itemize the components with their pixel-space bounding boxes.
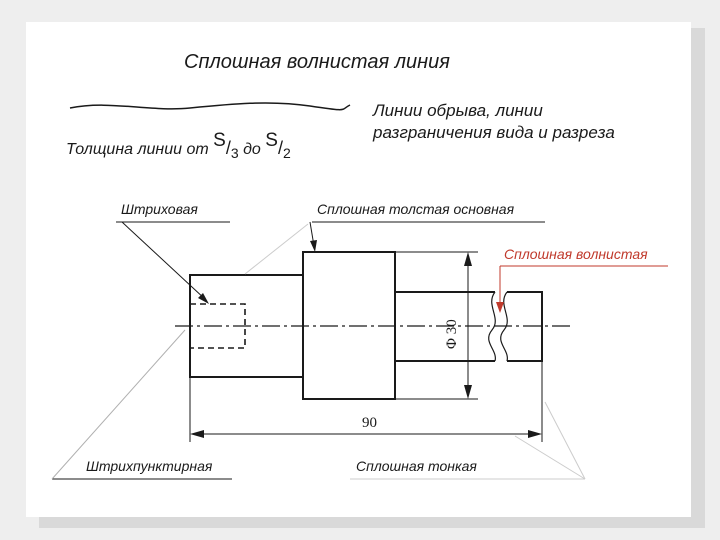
break-wavy-line-left	[488, 291, 496, 362]
leader-hatched-arrow	[198, 293, 209, 304]
leader-solid-thick-arrow	[310, 240, 317, 252]
leader-hatched	[121, 221, 207, 301]
label-hatched: Штриховая	[121, 201, 198, 217]
line-description: Линии обрыва, линии разграничения вида и…	[373, 100, 615, 144]
leader-solid-thin-b	[514, 435, 586, 480]
description-line-2: разграничения вида и разреза	[373, 123, 615, 142]
leader-solid-thick-ghost	[244, 223, 309, 275]
thickness-s2: S	[265, 130, 278, 151]
leader-dash-dot	[51, 329, 186, 480]
thickness-prefix: Толщина линии от	[66, 141, 209, 158]
label-dash-dot: Штрихпунктирная	[86, 458, 213, 474]
sample-wavy-line	[69, 102, 351, 111]
leader-wavy-arrow	[496, 302, 504, 313]
label-solid-thin: Сплошная тонкая	[356, 458, 477, 474]
diameter-arrow-top	[464, 252, 472, 266]
slide-title: Сплошная волнистая линия	[184, 51, 450, 73]
label-solid-thick: Сплошная толстая основная	[317, 201, 515, 217]
thickness-slash2: /	[277, 138, 283, 158]
length-arrow-left	[190, 430, 204, 438]
leader-solid-thin-a	[544, 401, 586, 480]
thickness-s1: S	[213, 130, 226, 151]
description-line-1: Линии обрыва, линии	[373, 101, 543, 120]
line-thickness: Толщина линии от S/3 до S/2	[66, 130, 291, 161]
thickness-sub1: 3	[230, 145, 239, 161]
thickness-sub2: 2	[282, 145, 291, 161]
thickness-middle: до	[238, 141, 266, 158]
right-shaft-end	[507, 291, 543, 362]
label-solid-wavy: Сплошная волнистая	[504, 246, 648, 262]
break-wavy-line-right	[500, 291, 508, 362]
label-length: 90	[362, 415, 377, 431]
diameter-arrow-bottom	[464, 385, 472, 399]
label-diameter: Φ 30	[444, 319, 460, 349]
length-arrow-right	[528, 430, 542, 438]
thickness-slash1: /	[225, 138, 231, 158]
